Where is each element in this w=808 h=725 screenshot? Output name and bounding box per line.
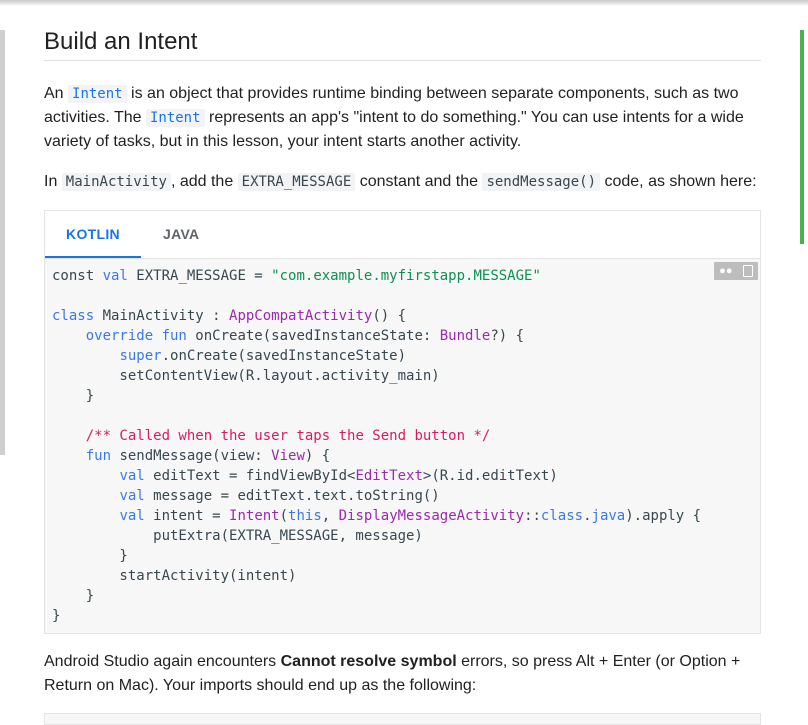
tab-java[interactable]: JAVA [163,226,200,242]
text: represents an app's "intent to do someth… [44,109,744,150]
text: Android Studio again encounters [44,653,281,670]
inline-code: MainActivity [61,173,171,191]
text: An [44,85,69,102]
language-tabs: KOTLIN JAVA [45,211,760,259]
text: , add the [170,173,238,190]
dark-mode-toggle-icon[interactable]: ●● [719,265,733,277]
code-sample-card: KOTLIN JAVA ●● const val EXTRA_MESSAGE =… [44,210,761,634]
right-accent-bar [800,30,804,244]
text: code, as shown here: [600,173,757,190]
tab-kotlin[interactable]: KOTLIN [45,211,141,258]
copy-icon[interactable] [742,265,753,277]
inline-code: EXTRA_MESSAGE [237,173,356,191]
text: constant and the [355,173,483,190]
followup-paragraph: Android Studio again encounters Cannot r… [44,650,761,698]
top-shadow-bar [0,0,808,6]
intent-link[interactable]: Intent [145,109,205,127]
instruction-paragraph: In MainActivity, add the EXTRA_MESSAGE c… [44,170,761,194]
bold-text: Cannot resolve symbol [280,653,457,670]
left-scroll-rule [0,30,5,455]
text: errors, so press Alt + Enter (or Option … [44,653,741,694]
code-block: const val EXTRA_MESSAGE = "com.example.m… [52,268,702,624]
text: is an object that provides runtime bindi… [44,85,739,126]
intro-paragraph: An Intent is an object that provides run… [44,82,761,154]
code-tools: ●● [714,262,758,280]
text: In [44,173,62,190]
inline-code: sendMessage() [482,173,601,191]
page-title: Build an Intent [44,26,761,61]
intent-link[interactable]: Intent [68,85,127,103]
imports-code-card [44,713,761,725]
